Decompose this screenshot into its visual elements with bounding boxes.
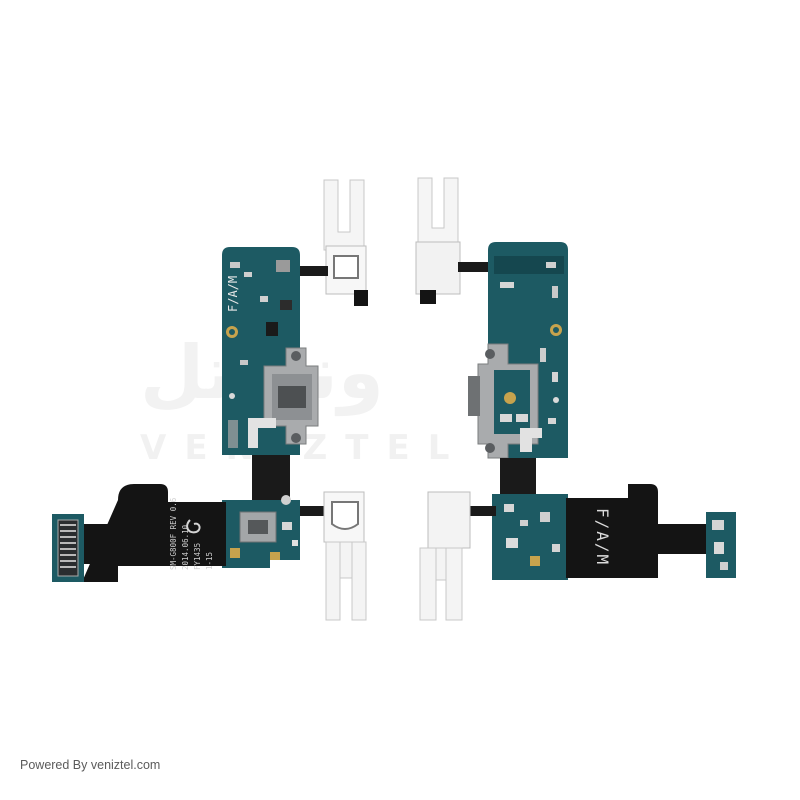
right-neck-flex xyxy=(500,458,536,496)
left-flex-text-1: SM-G800F REV 0.6 xyxy=(169,497,178,570)
right-flex-ribbon: F/A/M xyxy=(566,484,710,578)
footer-credit: Powered By veniztel.com xyxy=(20,758,161,772)
right-charging-port-flex: F/A/M xyxy=(415,177,736,621)
left-board-label: F/A/M xyxy=(226,276,240,312)
left-flex-text-3: FY1435 xyxy=(193,543,202,570)
left-bottom-bracket xyxy=(300,491,367,621)
right-usb-connector-back xyxy=(468,343,542,459)
right-flex-label: F/A/M xyxy=(593,508,612,566)
left-flex-text-2: 2014.06.10 xyxy=(181,524,190,570)
left-neck-flex xyxy=(252,455,290,503)
right-bottom-bracket xyxy=(419,491,496,621)
left-usb-connector xyxy=(248,347,319,448)
right-end-board xyxy=(706,512,736,578)
left-lower-pcb xyxy=(222,495,300,568)
left-charging-port-flex: F/A/M SM-G800F xyxy=(52,179,368,621)
right-lower-pcb xyxy=(492,494,568,580)
left-flex-text-4: 1-15 xyxy=(205,552,214,570)
left-b2b-connector xyxy=(52,514,84,582)
right-top-bracket xyxy=(415,177,490,304)
left-top-bracket xyxy=(298,179,368,306)
left-flex-ribbon: SM-G800F REV 0.6 2014.06.10 FY1435 1-15 xyxy=(82,484,226,582)
